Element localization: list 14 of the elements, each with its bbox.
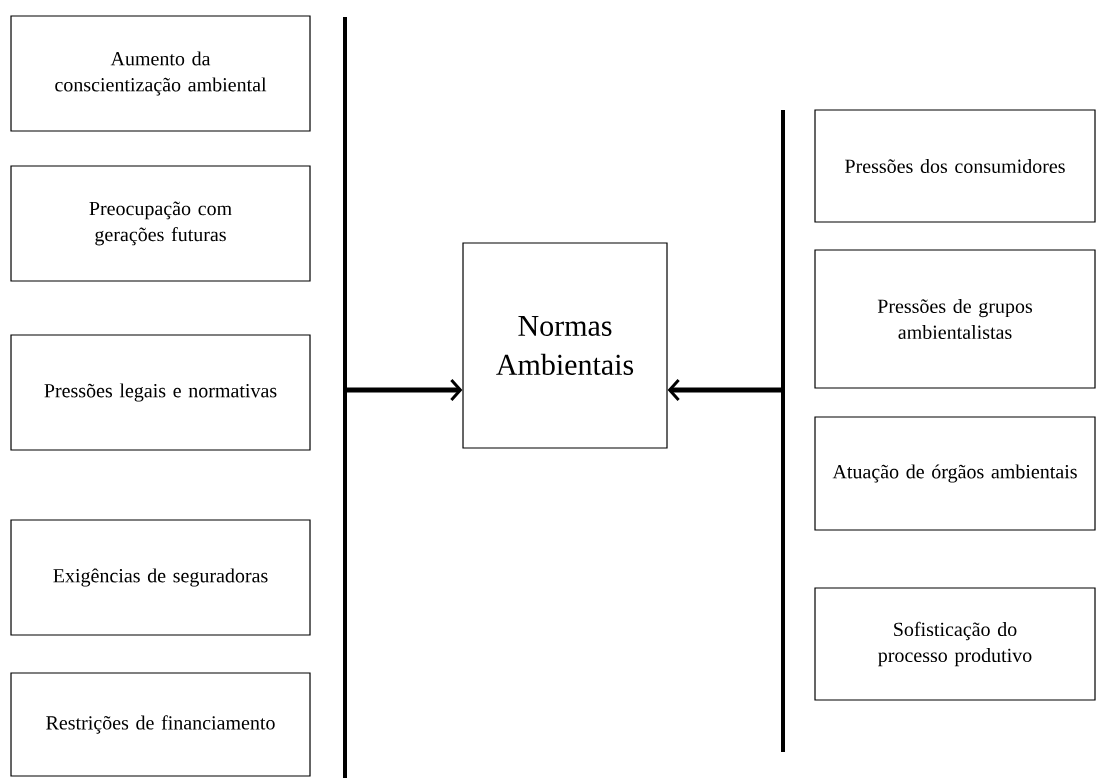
- process-box: Preocupação com gerações futuras: [10, 165, 311, 282]
- process-box: Pressões legais e normativas: [10, 334, 311, 451]
- process-box: Exigências de seguradoras: [10, 519, 311, 636]
- central-box: Normas Ambientais: [462, 242, 668, 449]
- vertical-bar: [781, 110, 785, 752]
- process-box: Pressões dos consumidores: [814, 109, 1096, 223]
- process-box: Pressões de grupos ambientalistas: [814, 249, 1096, 389]
- process-box: Sofisticação do processo produtivo: [814, 587, 1096, 701]
- vertical-bar: [343, 17, 347, 778]
- process-box: Atuação de órgãos ambientais: [814, 416, 1096, 531]
- process-box: Aumento da conscientização ambiental: [10, 15, 311, 132]
- arrow: [345, 379, 463, 401]
- arrow: [667, 379, 783, 401]
- process-box: Restrições de financiamento: [10, 672, 311, 777]
